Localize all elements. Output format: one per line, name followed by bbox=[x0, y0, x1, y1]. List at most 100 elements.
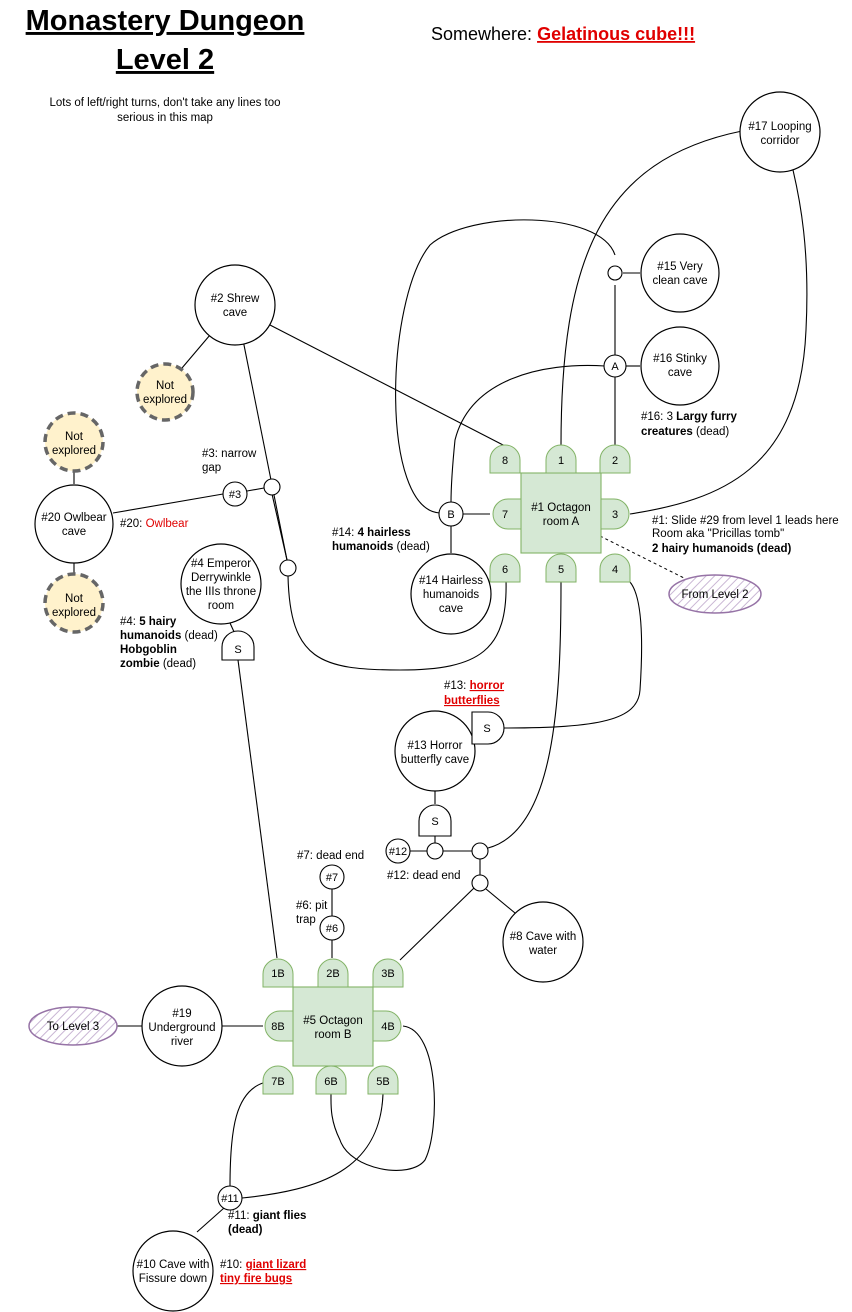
door-b1[interactable]: 1B bbox=[262, 958, 294, 988]
to-level-3[interactable]: To Level 3 bbox=[28, 1006, 118, 1046]
svg-text:B: B bbox=[447, 509, 454, 521]
junction-12[interactable]: #12 bbox=[385, 838, 411, 864]
svg-text:S: S bbox=[431, 816, 438, 828]
junction-7[interactable]: #7 bbox=[319, 864, 345, 890]
svg-text:Fissure down: Fissure down bbox=[139, 1273, 207, 1285]
not-explored-3[interactable]: Not explored bbox=[43, 572, 105, 634]
svg-text:#10 Cave with: #10 Cave with bbox=[137, 1259, 210, 1271]
svg-text:Hobgoblin: Hobgoblin bbox=[120, 644, 177, 656]
svg-text:8B: 8B bbox=[271, 1021, 284, 1033]
svg-text:Monastery Dungeon: Monastery Dungeon bbox=[26, 5, 305, 37]
door-a2[interactable]: 2 bbox=[599, 444, 631, 474]
door-a3[interactable]: 3 bbox=[600, 498, 630, 530]
room-14[interactable]: #14 Hairless humanoids cave bbox=[410, 553, 492, 635]
secret-door-below-13[interactable]: S bbox=[418, 804, 452, 837]
room-4[interactable]: #4 Emperor Derrywinkle the IIIs throne r… bbox=[180, 543, 262, 625]
junction-near-3[interactable] bbox=[263, 478, 281, 496]
room-2[interactable]: #2 Shrew cave bbox=[194, 264, 276, 346]
svg-text:serious in this map: serious in this map bbox=[117, 112, 213, 124]
room-19[interactable]: #19 Underground river bbox=[141, 985, 223, 1067]
svg-text:1: 1 bbox=[558, 455, 564, 467]
door-b3[interactable]: 3B bbox=[372, 958, 404, 988]
svg-text:#1: Slide #29 from level 1 lea: #1: Slide #29 from level 1 leads here bbox=[652, 515, 839, 527]
svg-text:corridor: corridor bbox=[761, 135, 800, 147]
not-explored-1[interactable]: Not explored bbox=[135, 362, 195, 422]
svg-text:7B: 7B bbox=[271, 1076, 284, 1088]
room-16[interactable]: #16 Stinky cave bbox=[640, 326, 720, 406]
svg-text:2B: 2B bbox=[326, 968, 339, 980]
svg-text:water: water bbox=[528, 945, 557, 957]
door-b4[interactable]: 4B bbox=[372, 1010, 402, 1042]
svg-text:#12: #12 bbox=[389, 846, 407, 858]
svg-text:2: 2 bbox=[612, 455, 618, 467]
note-14: #14: 4 hairless humanoids (dead) bbox=[332, 527, 430, 553]
svg-text:#6: #6 bbox=[326, 923, 338, 935]
not-explored-2[interactable]: Not explored bbox=[43, 411, 105, 473]
junction-b[interactable]: B bbox=[438, 501, 464, 527]
room-17[interactable]: #17 Looping corridor bbox=[739, 91, 821, 173]
room-13[interactable]: #13 Horror butterfly cave bbox=[394, 710, 476, 792]
svg-text:cave: cave bbox=[439, 603, 463, 615]
svg-text:river: river bbox=[171, 1036, 194, 1048]
junction-near-4[interactable] bbox=[279, 559, 297, 577]
svg-text:zombie (dead): zombie (dead) bbox=[120, 658, 196, 670]
svg-text:explored: explored bbox=[143, 394, 187, 406]
junction-11[interactable]: #11 bbox=[217, 1185, 243, 1211]
junction-a[interactable]: A bbox=[603, 354, 627, 378]
svg-text:#20 Owlbear: #20 Owlbear bbox=[41, 512, 106, 524]
note-13: #13: horror butterflies bbox=[444, 680, 505, 707]
svg-text:(dead): (dead) bbox=[228, 1224, 263, 1236]
junction-6[interactable]: #6 bbox=[319, 915, 345, 941]
svg-text:5: 5 bbox=[558, 564, 564, 576]
map-title: Monastery Dungeon Level 2 bbox=[26, 5, 305, 76]
door-b7[interactable]: 7B bbox=[262, 1065, 294, 1095]
svg-text:Not: Not bbox=[156, 380, 175, 392]
svg-text:Lots of left/right turns, don': Lots of left/right turns, don't take any… bbox=[49, 97, 280, 109]
from-level-2[interactable]: From Level 2 bbox=[668, 574, 762, 614]
svg-text:2 hairy humanoids (dead): 2 hairy humanoids (dead) bbox=[652, 543, 791, 555]
junction-above-8[interactable] bbox=[471, 874, 489, 892]
junction-above-15[interactable] bbox=[607, 265, 623, 281]
svg-text:trap: trap bbox=[296, 914, 316, 926]
door-a5[interactable]: 5 bbox=[545, 553, 577, 583]
junction-below-13[interactable] bbox=[426, 842, 444, 860]
octagon-room-a[interactable]: #1 Octagon room A bbox=[520, 472, 602, 554]
door-b5[interactable]: 5B bbox=[367, 1065, 399, 1095]
svg-text:#10: giant lizard: #10: giant lizard bbox=[220, 1259, 306, 1271]
svg-text:3B: 3B bbox=[381, 968, 394, 980]
door-a7[interactable]: 7 bbox=[492, 498, 522, 530]
junction-3[interactable]: #3 bbox=[222, 481, 248, 507]
door-b6[interactable]: 6B bbox=[315, 1065, 347, 1095]
svg-text:explored: explored bbox=[52, 607, 96, 619]
svg-text:S: S bbox=[483, 723, 490, 735]
svg-text:4: 4 bbox=[612, 564, 618, 576]
door-a4[interactable]: 4 bbox=[599, 553, 631, 583]
octagon-room-b[interactable]: #5 Octagon room B bbox=[292, 986, 374, 1067]
door-a8[interactable]: 8 bbox=[489, 444, 521, 474]
room-20[interactable]: #20 Owlbear cave bbox=[34, 484, 114, 564]
door-b8[interactable]: 8B bbox=[264, 1010, 294, 1042]
door-b2[interactable]: 2B bbox=[317, 958, 349, 988]
room-8[interactable]: #8 Cave with water bbox=[502, 901, 584, 983]
svg-text:creatures (dead): creatures (dead) bbox=[641, 426, 729, 438]
note-3: #3: narrow gap bbox=[202, 448, 257, 474]
svg-text:7: 7 bbox=[502, 509, 508, 521]
svg-text:#3: narrow: #3: narrow bbox=[202, 448, 257, 460]
room-10[interactable]: #10 Cave with Fissure down bbox=[132, 1230, 214, 1312]
svg-text:#4 Emperor: #4 Emperor bbox=[191, 558, 251, 570]
junction-right-12[interactable] bbox=[471, 842, 489, 860]
door-a6[interactable]: 6 bbox=[489, 553, 521, 583]
room-15[interactable]: #15 Very clean cave bbox=[640, 233, 720, 313]
note-20: #20: Owlbear bbox=[120, 518, 189, 530]
doors-a: 8 1 2 7 3 6 5 4 bbox=[489, 444, 631, 583]
secret-door-4[interactable]: S bbox=[221, 630, 255, 661]
secret-door-13[interactable]: S bbox=[471, 711, 505, 745]
svg-text:tiny fire bugs: tiny fire bugs bbox=[220, 1273, 292, 1285]
note-10: #10: giant lizard tiny fire bugs bbox=[220, 1259, 306, 1285]
svg-text:humanoids: humanoids bbox=[423, 589, 480, 601]
svg-text:butterflies: butterflies bbox=[444, 695, 500, 707]
svg-text:the IIIs throne: the IIIs throne bbox=[186, 586, 256, 598]
map-subtitle: Lots of left/right turns, don't take any… bbox=[49, 97, 280, 124]
door-a1[interactable]: 1 bbox=[545, 444, 577, 474]
